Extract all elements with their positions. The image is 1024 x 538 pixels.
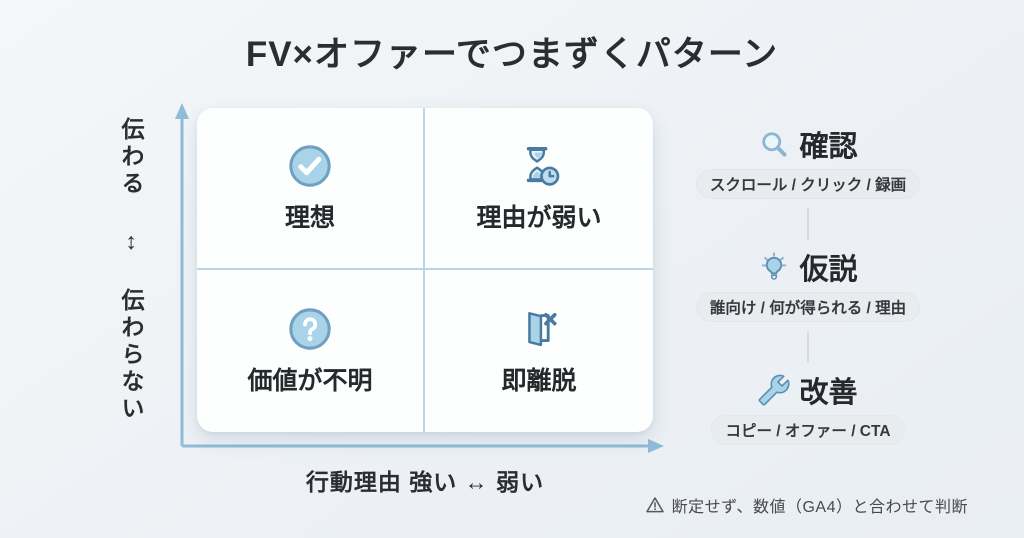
- step-connector: [806, 208, 810, 240]
- quadrant-label: 価値が不明: [247, 366, 373, 395]
- step-improve: 改善: [758, 372, 858, 409]
- step-hypothesis: 仮説: [758, 249, 858, 286]
- page-title: FV×オファーでつまずくパターン: [245, 35, 779, 74]
- lightbulb-icon: [758, 251, 790, 283]
- y-axis-label-wrap: 伝わる ↕ 伝わらない: [108, 108, 154, 432]
- quadrant-label: 理想: [284, 203, 335, 232]
- quadrant-label: 即離脱: [501, 366, 577, 395]
- question-circle-icon: [287, 306, 333, 352]
- step-title: 改善: [799, 377, 858, 409]
- step-check: 確認: [758, 126, 858, 163]
- process-steps: 確認 スクロール / クリック / 録画 仮説 誰向け / 何が得られる / 理…: [688, 126, 928, 445]
- quadrant-label: 理由が弱い: [476, 203, 602, 232]
- step-detail-pill: スクロール / クリック / 録画: [695, 169, 921, 199]
- quadrant-value-unclear: 価値が不明: [197, 270, 425, 432]
- x-axis-label: 行動理由 強い ↔ 弱い: [305, 469, 545, 495]
- quadrant-weak-reason: 理由が弱い: [425, 108, 653, 270]
- step-detail-pill: 誰向け / 何が得られる / 理由: [695, 292, 921, 322]
- hourglass-clock-icon: [516, 143, 562, 189]
- magnifier-icon: [758, 128, 790, 160]
- step-connector: [806, 331, 810, 363]
- warning-icon: [645, 495, 665, 515]
- quadrant-instant-exit: 即離脱: [425, 270, 653, 432]
- wrench-icon: [758, 374, 791, 406]
- quadrant-ideal: 理想: [197, 108, 425, 270]
- step-title: 仮説: [799, 254, 858, 286]
- check-circle-icon: [287, 143, 333, 189]
- door-exit-icon: [516, 306, 562, 352]
- y-axis-label: 伝わる ↕ 伝わらない: [118, 117, 144, 423]
- step-title: 確認: [799, 131, 858, 163]
- footnote-text: 断定せず、数値（GA4）と合わせて判断: [671, 499, 968, 516]
- quadrant-matrix: 理想 理由が弱い: [197, 108, 653, 432]
- footnote: 断定せず、数値（GA4）と合わせて判断: [645, 493, 968, 517]
- step-detail-pill: コピー / オファー / CTA: [711, 415, 905, 445]
